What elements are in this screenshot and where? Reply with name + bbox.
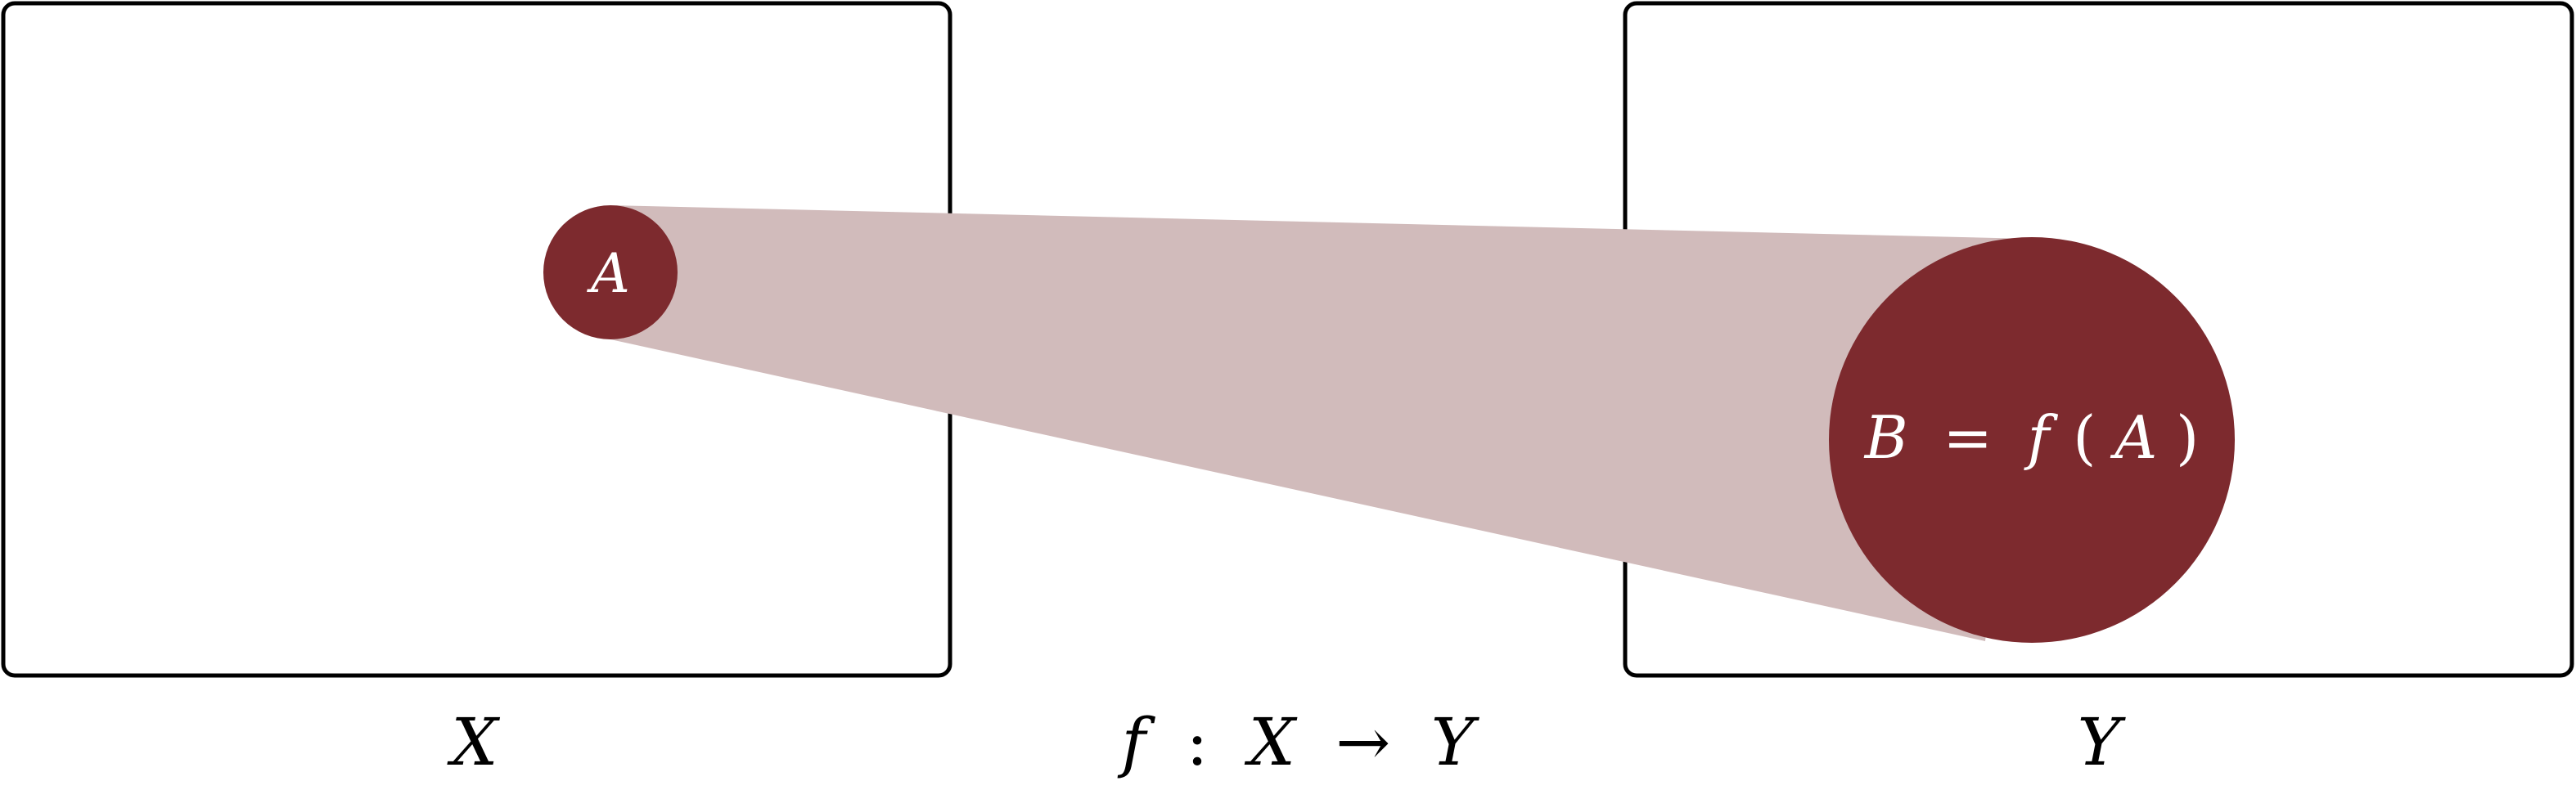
- mapping-caption: f : X → Y: [1117, 704, 1479, 780]
- caption-colon: :: [1186, 704, 1208, 780]
- image-b-letter: B: [1863, 403, 1908, 472]
- subset-a-circle: [543, 205, 678, 339]
- image-b-rparen: ): [2176, 403, 2199, 472]
- image-b-circle: [1829, 237, 2235, 643]
- subset-a-label: A: [586, 242, 630, 305]
- caption-arrow: →: [1335, 704, 1390, 780]
- caption-func: f: [1117, 704, 1155, 780]
- mapping-cone: [610, 205, 2030, 641]
- domain-set-label: X: [447, 704, 501, 780]
- image-b-label: B = f ( A ): [1863, 403, 2200, 472]
- codomain-set-label: Y: [2078, 704, 2127, 780]
- image-b-func: f: [2024, 403, 2059, 472]
- image-b-arg: A: [2110, 403, 2157, 472]
- image-b-lparen: (: [2073, 403, 2096, 472]
- caption-from: X: [1244, 704, 1298, 780]
- caption-to: Y: [1431, 704, 1480, 780]
- image-b-equals: =: [1943, 403, 1993, 472]
